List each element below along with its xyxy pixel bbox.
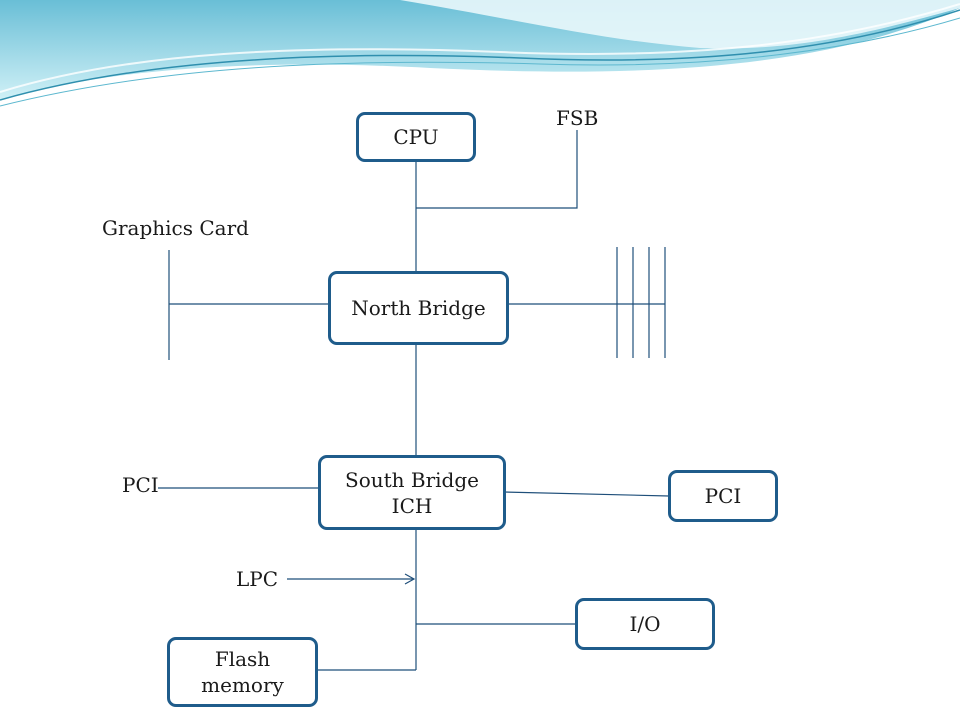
pci-left-label: PCI <box>122 473 159 497</box>
south-bridge-box: South Bridge ICH <box>318 455 506 530</box>
lpc-label: LPC <box>236 567 279 591</box>
pci-right-box: PCI <box>668 470 778 522</box>
io-box: I/O <box>575 598 715 650</box>
flash-memory-box: Flash memory <box>167 637 318 707</box>
pci-right-line <box>503 491 670 497</box>
graphics-card-label: Graphics Card <box>102 216 249 240</box>
north-bridge-box: North Bridge <box>328 271 509 345</box>
cpu-box: CPU <box>356 112 476 162</box>
fsb-line <box>416 130 578 209</box>
bus-lines <box>158 130 670 671</box>
fsb-label: FSB <box>556 106 599 130</box>
header-wave <box>0 0 960 107</box>
